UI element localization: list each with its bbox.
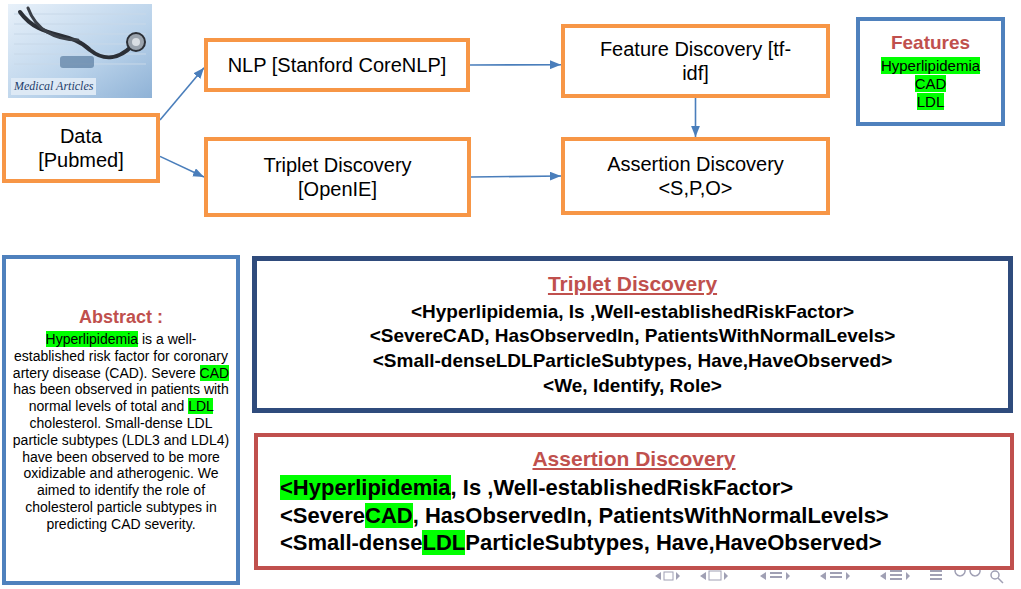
box-text: ParticleSubtypes, Have,HaveObserved> <box>465 530 881 555</box>
text-line: <Hyperlipidemia, Is ,Well-establishedRis… <box>265 300 1000 325</box>
box-heading: Abstract : <box>11 307 231 329</box>
box-content: Assertion Discovery<Hyperlipidemia, Is ,… <box>266 446 1002 557</box>
box-text: <SevereCAD, HasObservedIn, PatientsWithN… <box>370 325 896 346</box>
text-line: <Small-denseLDLParticleSubtypes, Have,Ha… <box>266 529 1002 557</box>
highlighted-term: Hyperlipidemia <box>881 57 980 74</box>
highlighted-term: <Hyperlipidemia <box>280 475 451 500</box>
box-text: Assertion Discovery <S,P,O> <box>591 152 801 200</box>
medical-articles-picture <box>8 4 152 98</box>
triplet-panel: Triplet Discovery <Hyperlipidemia, Is ,We… <box>252 256 1013 413</box>
box-content: Feature Discovery [tf-idf] <box>571 37 820 85</box>
highlighted-term: CAD <box>365 503 413 528</box>
text-line: LDL <box>865 93 996 111</box>
assertion-panel: Assertion Discovery<Hyperlipidemia, Is ,… <box>254 433 1014 570</box>
highlighted-term: CAD <box>915 75 947 92</box>
process-box: Assertion Discovery <S,P,O> <box>561 137 830 215</box>
text-line: Hyperlipidemia is a well-established ris… <box>11 331 231 533</box>
box-content: Triplet Discovery <Hyperlipidemia, Is ,We… <box>265 270 1000 398</box>
box-content: Assertion Discovery <S,P,O> <box>571 152 820 200</box>
text-line: <We, Identify, Role> <box>265 374 1000 399</box>
box-text: <Small-dense <box>280 530 422 555</box>
process-box: NLP [Stanford CoreNLP] <box>204 38 470 92</box>
box-text: <We, Identify, Role> <box>543 375 722 396</box>
text-line: NLP [Stanford CoreNLP] <box>214 53 460 77</box>
highlighted-term: LDL <box>917 93 945 110</box>
box-content: Data [Pubmed] <box>12 124 150 172</box>
box-text: NLP [Stanford CoreNLP] <box>228 54 447 76</box>
flow-arrow <box>470 64 561 66</box>
highlighted-term: CAD <box>200 365 230 381</box>
picture-caption: Medical Articles <box>11 78 96 95</box>
text-line: Assertion Discovery <S,P,O> <box>571 152 820 200</box>
box-heading: Features <box>865 32 996 55</box>
box-text: , Is ,Well-establishedRiskFactor> <box>451 475 794 500</box>
abstract-box: Abstract :Hyperlipidemia is a well-estab… <box>2 255 240 585</box>
text-line: <SevereCAD, HasObservedIn, PatientsWithN… <box>266 502 1002 530</box>
highlighted-term: LDL <box>422 530 465 555</box>
text-line: <Hyperlipidemia, Is ,Well-establishedRis… <box>266 474 1002 502</box>
highlighted-term: LDL <box>188 398 213 414</box>
text-line: CAD <box>865 75 996 93</box>
box-text: <Hyperlipidemia, Is ,Well-establishedRis… <box>411 301 854 322</box>
box-text: <Small-denseLDLParticleSubtypes, Have,Ha… <box>373 350 893 371</box>
box-text: Data [Pubmed] <box>31 124 131 172</box>
text-line: Hyperlipidemia <box>865 57 996 75</box>
box-text: Triplet Discovery [OpenIE] <box>240 153 435 201</box>
features-box: FeaturesHyperlipidemiaCADLDL <box>856 17 1005 126</box>
process-box: Triplet Discovery [OpenIE] <box>204 137 471 217</box>
text-line: Triplet Discovery [OpenIE] <box>214 153 461 201</box>
box-content: NLP [Stanford CoreNLP] <box>214 53 460 77</box>
flow-arrow <box>160 156 204 177</box>
highlighted-term: Hyperlipidemia <box>46 331 139 347</box>
flow-arrow <box>695 98 697 137</box>
box-text: cholesterol. Small-dense LDL particle su… <box>13 415 229 532</box>
box-text: <Severe <box>280 503 365 528</box>
box-content: FeaturesHyperlipidemiaCADLDL <box>865 32 996 111</box>
flow-arrow <box>160 68 204 120</box>
text-line: Feature Discovery [tf-idf] <box>571 37 820 85</box>
box-text: Feature Discovery [tf-idf] <box>598 37 793 85</box>
box-text: , HasObservedIn, PatientsWithNormalLevel… <box>413 503 889 528</box>
process-box: Feature Discovery [tf-idf] <box>561 24 830 98</box>
process-box: Data [Pubmed] <box>2 113 160 183</box>
box-content: Triplet Discovery [OpenIE] <box>214 153 461 201</box>
text-line: <Small-denseLDLParticleSubtypes, Have,Ha… <box>265 349 1000 374</box>
box-heading: Assertion Discovery <box>266 446 1002 472</box>
box-content: Abstract :Hyperlipidemia is a well-estab… <box>11 307 231 532</box>
text-line: Data [Pubmed] <box>12 124 150 172</box>
text-line: <SevereCAD, HasObservedIn, PatientsWithN… <box>265 324 1000 349</box>
box-heading: Triplet Discovery <box>265 270 1000 297</box>
flow-arrow <box>471 176 561 177</box>
